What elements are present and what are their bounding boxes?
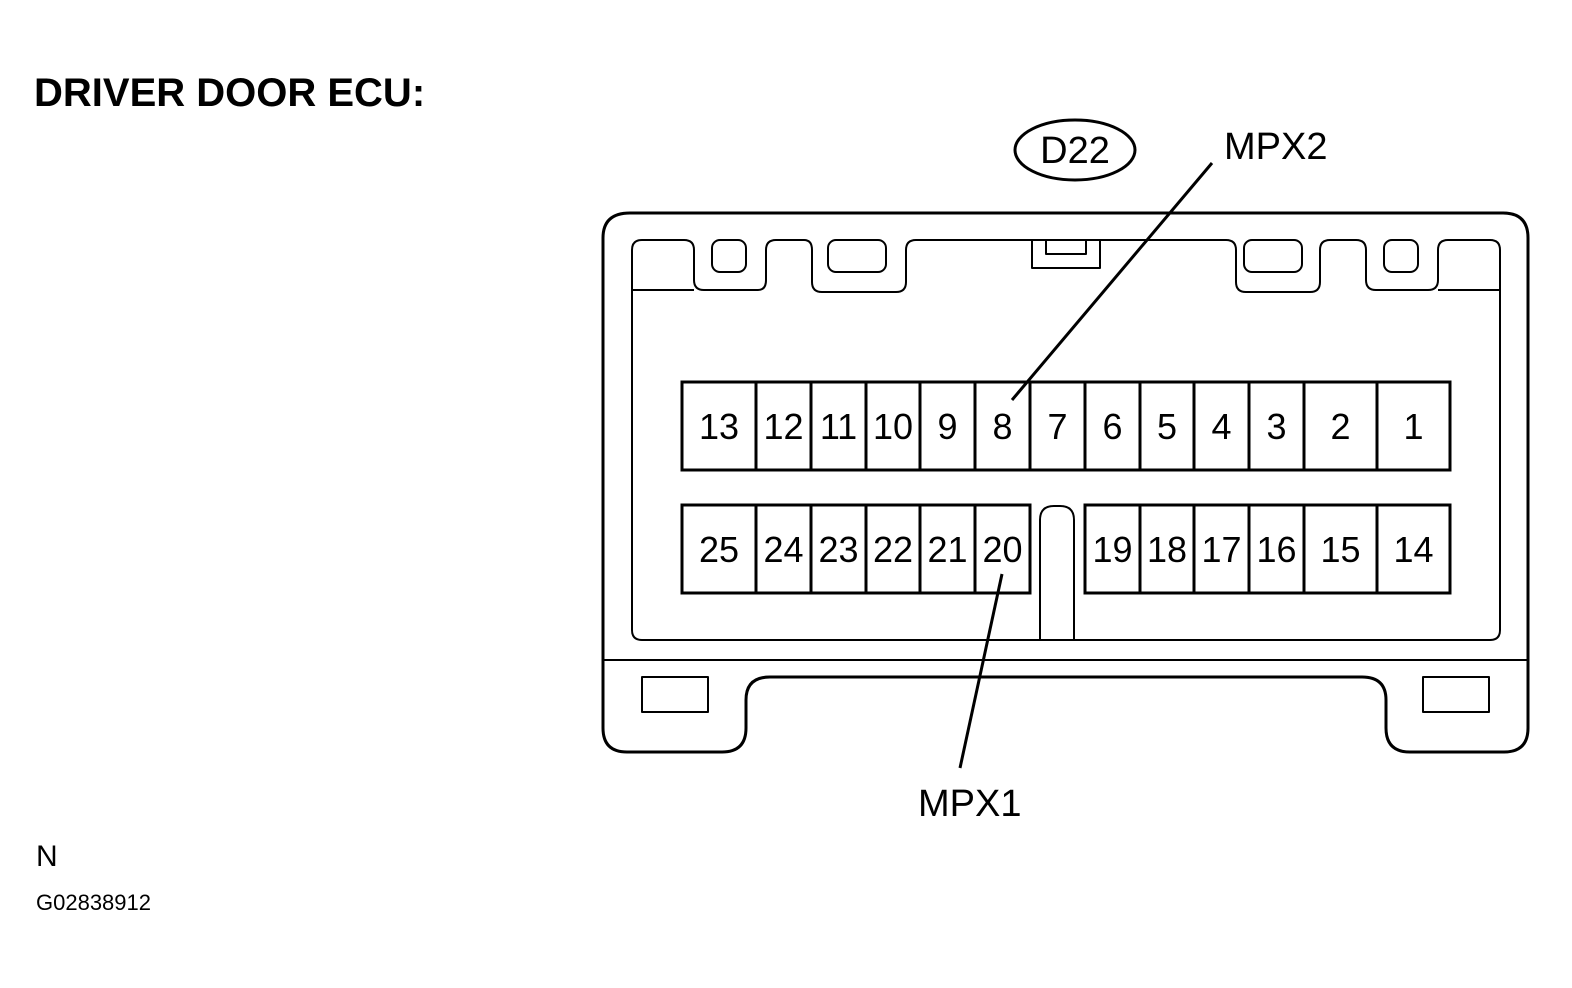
slot-right-small (1383, 239, 1419, 273)
center-key-notch (1031, 240, 1101, 269)
pin-10: 10 (864, 380, 922, 472)
leader-line-bottom (958, 573, 1004, 769)
center-divider-post (1039, 505, 1075, 640)
pin-5: 5 (1138, 380, 1196, 472)
slot-left-small (711, 239, 747, 273)
pin-6: 6 (1083, 380, 1142, 472)
pin-number: 3 (1266, 406, 1286, 447)
pin-box (918, 503, 977, 595)
pin-11: 11 (809, 380, 868, 472)
pin-number: 7 (1047, 406, 1067, 447)
pin-15: 15 (1302, 503, 1379, 595)
pin-box (1192, 503, 1251, 595)
connector-housing (601, 211, 1530, 754)
pin-8: 8 (973, 380, 1032, 472)
slot-left-wide (827, 239, 887, 273)
pin-7: 7 (1028, 380, 1087, 472)
pin-number: 15 (1320, 529, 1360, 570)
pin-number: 2 (1330, 406, 1350, 447)
pin-9: 9 (918, 380, 977, 472)
pin-13: 13 (680, 380, 758, 472)
pin-number: 9 (937, 406, 957, 447)
pin-row-bottom-left: 25 24 23 22 21 20 (680, 503, 1032, 595)
pin-box (864, 503, 922, 595)
pin-23: 23 (809, 503, 868, 595)
footer-letter: N (36, 840, 58, 873)
pin-number: 17 (1201, 529, 1241, 570)
foot-window-right (1422, 676, 1490, 713)
pin-number: 20 (982, 529, 1022, 570)
callout-label-top: MPX2 (1224, 126, 1327, 168)
pin-box (1083, 380, 1142, 472)
pin-number: 10 (873, 406, 913, 447)
pin-number: 11 (820, 406, 857, 447)
pin-21: 21 (918, 503, 977, 595)
pin-12: 12 (754, 380, 813, 472)
pin-number: 14 (1393, 529, 1433, 570)
slot-right-wide (1243, 239, 1303, 273)
pin-box (1192, 380, 1251, 472)
pin-number: 23 (818, 529, 858, 570)
pin-box (680, 503, 758, 595)
pin-19: 19 (1083, 503, 1142, 595)
pin-box (1083, 503, 1142, 595)
pin-number: 8 (992, 406, 1012, 447)
pin-number: 18 (1147, 529, 1187, 570)
connector-code-label: D22 (1013, 118, 1137, 182)
housing-cavity (631, 239, 1501, 641)
pin-20: 20 (973, 503, 1032, 595)
pin-box (1375, 380, 1452, 472)
pin-box (754, 380, 813, 472)
pin-number: 16 (1256, 529, 1296, 570)
pin-number: 25 (699, 529, 739, 570)
figure-code: G02838912 (36, 890, 151, 915)
callout-label-bottom: MPX1 (918, 783, 1021, 825)
foot-window-left (641, 676, 709, 713)
pin-17: 17 (1192, 503, 1251, 595)
pin-number: 24 (763, 529, 803, 570)
pin-number: 5 (1157, 406, 1177, 447)
pin-22: 22 (864, 503, 922, 595)
pin-number: 22 (873, 529, 913, 570)
pin-number: 4 (1211, 406, 1231, 447)
pin-number: 12 (763, 406, 803, 447)
pin-number: 1 (1403, 406, 1423, 447)
diagram-title: DRIVER DOOR ECU: (34, 71, 425, 115)
pin-4: 4 (1192, 380, 1251, 472)
housing-outline (601, 211, 1530, 754)
pin-box (754, 503, 813, 595)
pin-number: 13 (699, 406, 739, 447)
connector-code-oval (1013, 118, 1137, 182)
pin-box (680, 380, 758, 472)
pin-1: 1 (1375, 380, 1452, 472)
connector-code-text: D22 (1040, 130, 1110, 172)
leader-line-top (1010, 162, 1214, 401)
pin-24: 24 (754, 503, 813, 595)
pin-box (1375, 503, 1452, 595)
pin-16: 16 (1247, 503, 1306, 595)
pin-number: 19 (1092, 529, 1132, 570)
pin-number: 6 (1102, 406, 1122, 447)
pin-14: 14 (1375, 503, 1452, 595)
pin-row-bottom-right: 19 18 17 16 15 14 (1083, 503, 1452, 595)
pin-25: 25 (680, 503, 758, 595)
pin-box (809, 503, 868, 595)
pin-3: 3 (1247, 380, 1306, 472)
pin-number: 21 (927, 529, 967, 570)
pin-2: 2 (1302, 380, 1379, 472)
pin-18: 18 (1138, 503, 1196, 595)
